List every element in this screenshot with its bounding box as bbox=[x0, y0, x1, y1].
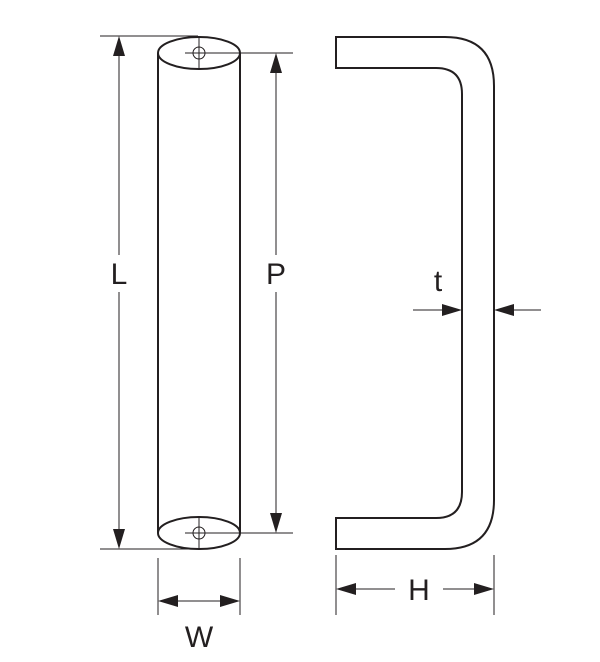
length-label: L bbox=[111, 258, 128, 291]
dimension-width: W bbox=[157, 558, 241, 654]
width-arrow-left bbox=[158, 595, 178, 607]
height-arrow-left bbox=[336, 583, 356, 595]
height-label: H bbox=[408, 574, 430, 607]
thickness-label: t bbox=[434, 265, 443, 298]
dimension-height: H bbox=[335, 555, 495, 615]
width-label: W bbox=[185, 621, 214, 654]
dimension-thickness: t bbox=[413, 265, 541, 316]
side-view-handle bbox=[335, 36, 495, 550]
thickness-arrow-left bbox=[442, 304, 462, 316]
front-view-handle bbox=[157, 36, 241, 550]
width-arrow-right bbox=[220, 595, 240, 607]
side-profile-outline bbox=[335, 36, 495, 550]
dimension-pitch: P bbox=[200, 52, 293, 534]
length-arrow-top bbox=[113, 36, 125, 56]
pitch-arrow-top bbox=[270, 53, 282, 73]
height-arrow-right bbox=[474, 583, 494, 595]
pitch-arrow-bottom bbox=[270, 513, 282, 533]
dimension-length: L bbox=[100, 35, 198, 550]
length-arrow-bottom bbox=[113, 529, 125, 549]
thickness-arrow-right bbox=[494, 304, 514, 316]
pitch-label: P bbox=[266, 258, 286, 291]
